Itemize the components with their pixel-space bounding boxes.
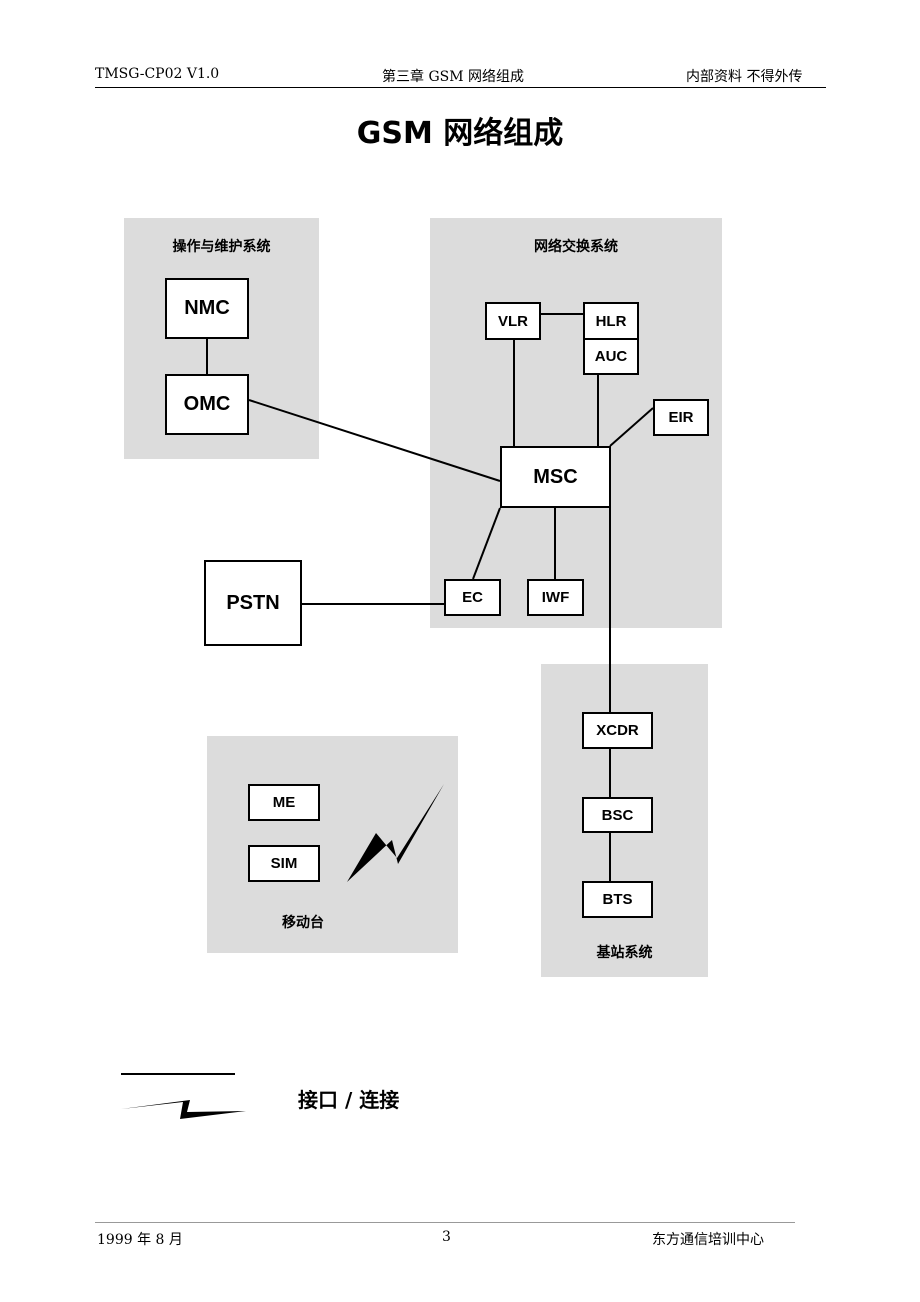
ms-panel [207, 736, 458, 953]
page-title: GSM 网络组成 [356, 116, 564, 151]
footer-org: 东方通信培训中心 [652, 1232, 764, 1248]
page-number: 3 [442, 1229, 451, 1245]
header-confidential: 内部资料 不得外传 [686, 69, 803, 85]
nmc-node: NMC [165, 278, 249, 339]
legend-radio-icon [121, 1100, 246, 1119]
header-doc-id: TMSG-CP02 V1.0 [95, 66, 220, 82]
msc-node: MSC [500, 446, 611, 508]
me-node: ME [248, 784, 320, 821]
footer-rule [95, 1222, 795, 1223]
bts-node: BTS [582, 881, 653, 918]
header-chapter: 第三章 GSM 网络组成 [382, 69, 525, 85]
vlr-node: VLR [485, 302, 541, 340]
eir-node: EIR [653, 399, 709, 436]
line-msc-ec [472, 507, 501, 580]
xcdr-node: XCDR [582, 712, 653, 749]
ec-node: EC [444, 579, 501, 616]
header-rule [95, 87, 826, 88]
line-omc-msc [248, 399, 501, 482]
radio-link-icon [347, 784, 444, 882]
legend-label: 接口 / 连接 [298, 1088, 400, 1112]
pstn-node: PSTN [204, 560, 302, 646]
auc-node: AUC [583, 338, 639, 375]
line-msc-eir [609, 407, 654, 447]
nss-label: 网络交换系统 [534, 239, 618, 255]
ms-label: 移动台 [282, 915, 324, 931]
omc-node: OMC [165, 374, 249, 435]
sim-node: SIM [248, 845, 320, 882]
iwf-node: IWF [527, 579, 584, 616]
bsc-node: BSC [582, 797, 653, 833]
footer-date: 1999 年 8 月 [97, 1232, 183, 1248]
bss-label: 基站系统 [596, 945, 653, 961]
hlr-node: HLR [583, 302, 639, 340]
oms-label: 操作与维护系统 [172, 239, 271, 255]
